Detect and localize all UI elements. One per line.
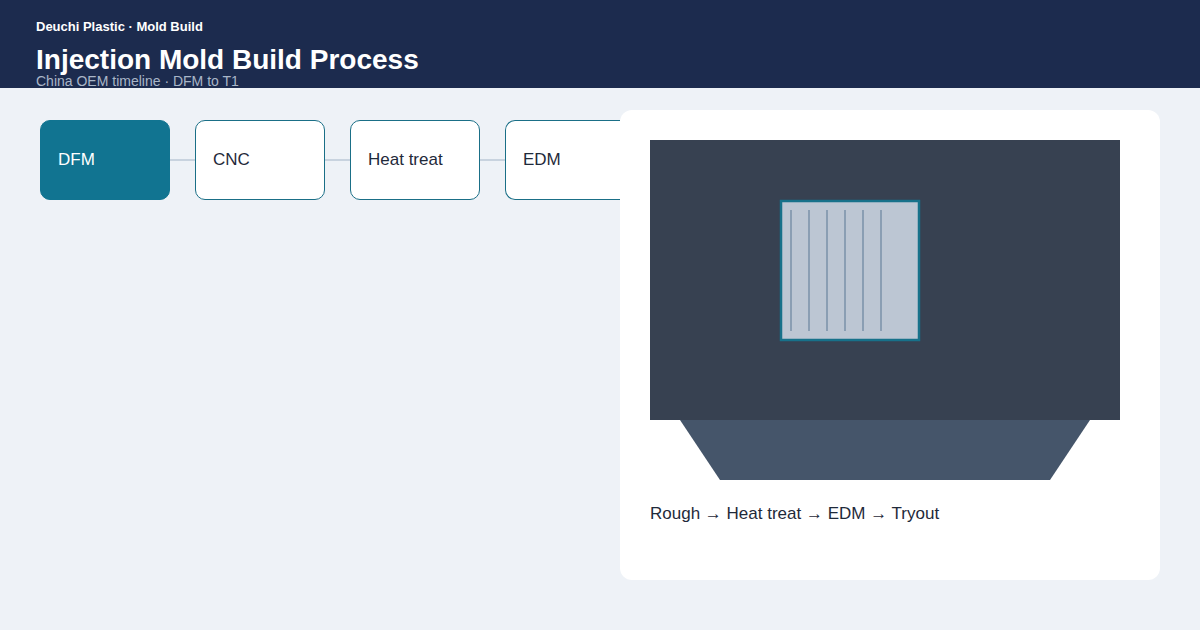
cavity-line [862,210,864,331]
step-label: DFM [58,150,95,170]
panel-caption: Rough → Heat treat → EDM → Tryout [650,503,939,525]
page-title: Injection Mold Build Process [36,43,419,77]
cavity-line [844,210,846,331]
step-label: CNC [213,150,250,170]
cavity-lines [791,210,881,331]
step-label: EDM [523,150,561,170]
process-step: Heat treat [350,120,480,200]
step-connector [480,159,505,161]
cavity-line [880,210,882,331]
mold-plate [650,140,1120,420]
step-label: Heat treat [368,150,443,170]
process-step: EDM [505,120,620,200]
process-step: DFM [40,120,170,200]
step-connector [170,159,195,161]
process-step: CNC [195,120,325,200]
cavity-line [790,210,792,331]
cavity-insert [781,201,919,340]
subtitle: China OEM timeline · DFM to T1 [36,75,239,88]
cavity-line [826,210,828,331]
mold-base [680,420,1090,480]
cavity-line [808,210,810,331]
brand-line: Deuchi Plastic · Mold Build [36,19,203,35]
step-connector [325,159,350,161]
header-bar [0,0,1200,88]
panel-card [620,110,1160,580]
